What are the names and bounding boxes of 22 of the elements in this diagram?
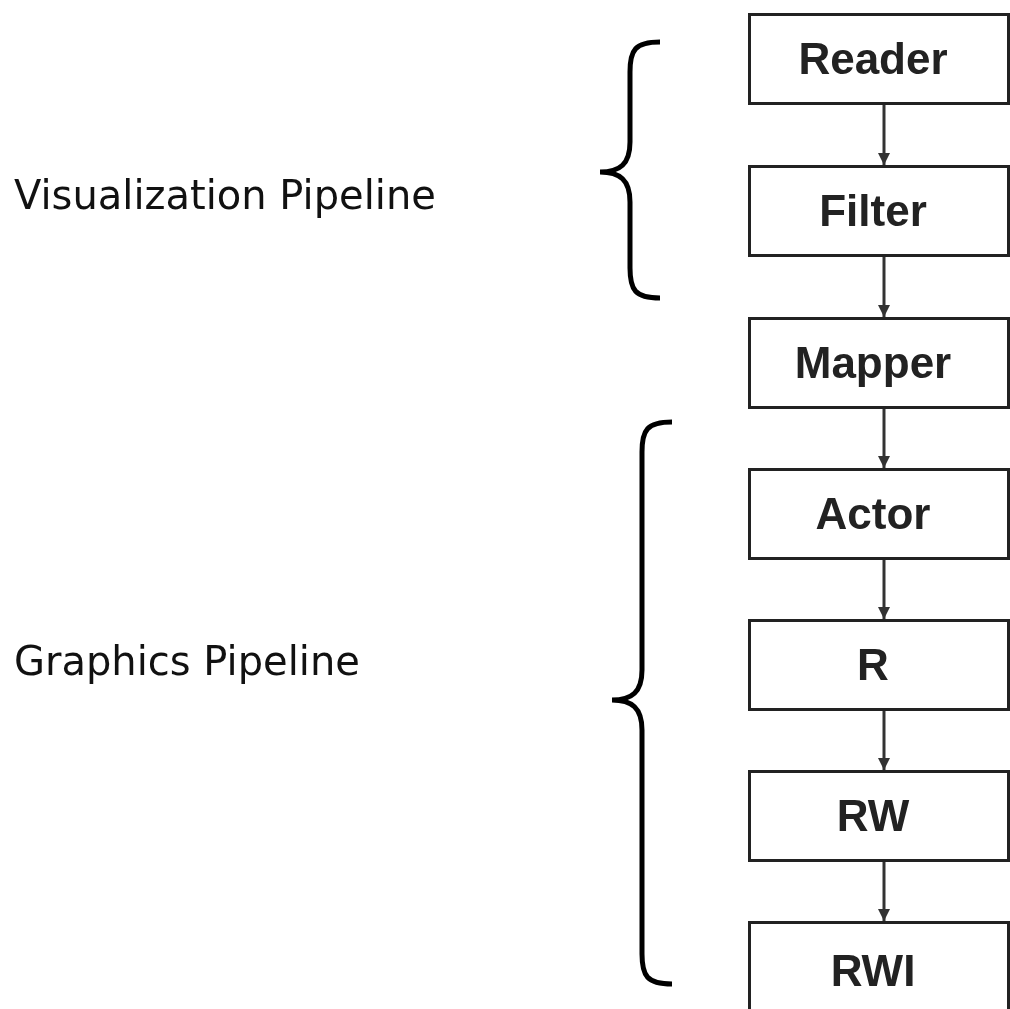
process-box — [748, 921, 1010, 1009]
process-box — [748, 770, 1010, 862]
arrow — [878, 105, 890, 165]
arrow — [878, 257, 890, 317]
group-label: Graphics Pipeline — [14, 638, 360, 684]
node-label: RW — [836, 791, 910, 841]
node-label: Reader — [798, 34, 948, 84]
node-label: Actor — [815, 489, 931, 539]
process-box — [748, 468, 1010, 560]
process-box — [748, 165, 1010, 257]
group-label: Visualization Pipeline — [14, 172, 436, 218]
arrow — [878, 560, 890, 619]
arrow — [878, 409, 890, 468]
arrow — [878, 711, 890, 770]
node-label: R — [857, 640, 889, 690]
node-label: Filter — [819, 186, 927, 236]
process-box — [748, 317, 1010, 409]
node-label: RWI — [830, 946, 916, 996]
node-label: Mapper — [794, 338, 952, 388]
process-box — [748, 13, 1010, 105]
arrow — [878, 862, 890, 921]
process-box — [748, 619, 1010, 711]
